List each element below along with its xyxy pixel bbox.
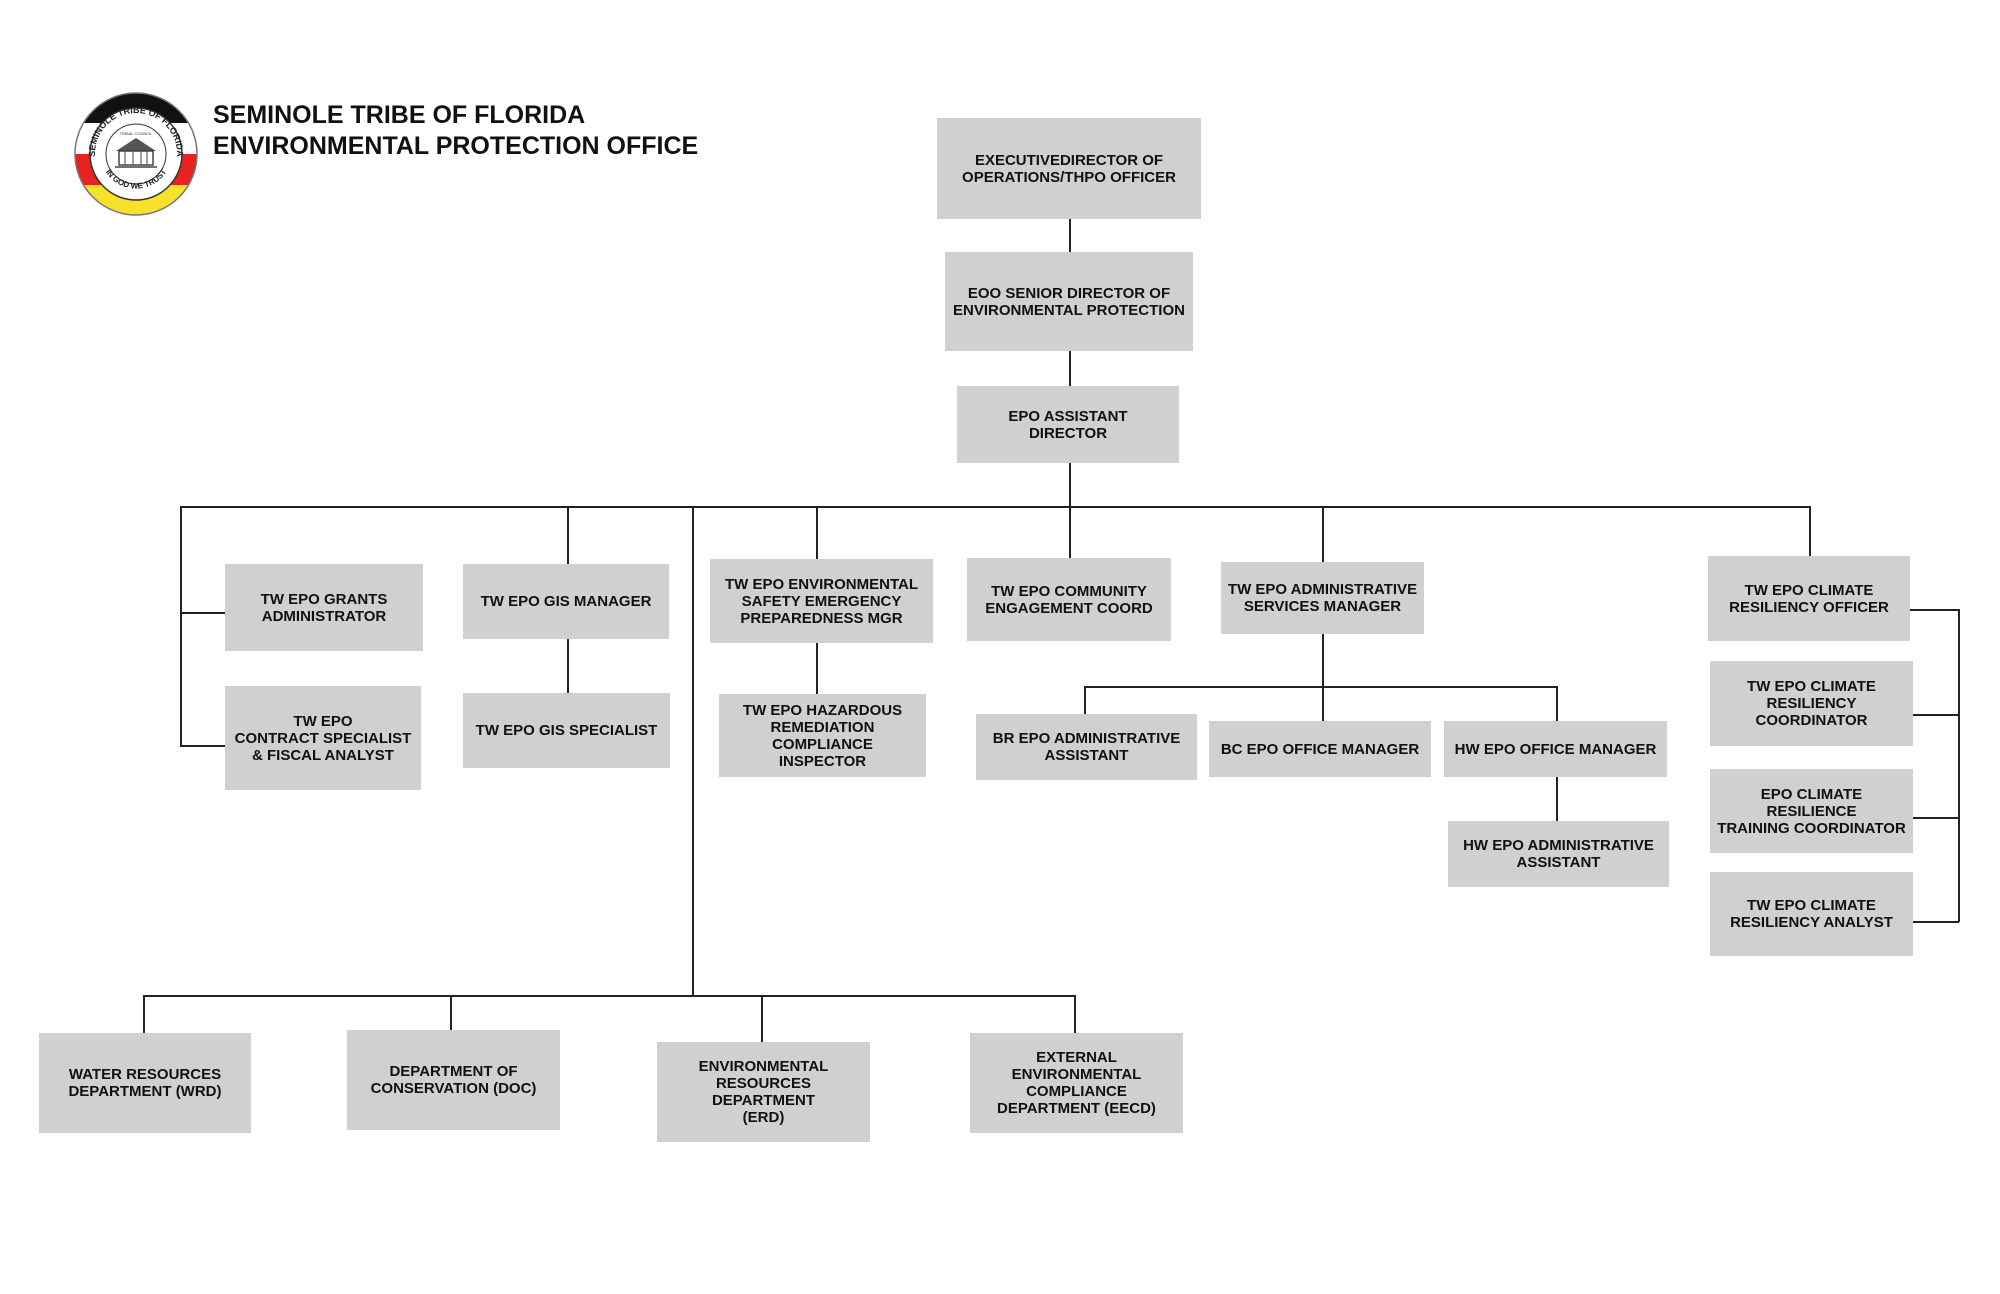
- connector: [180, 506, 182, 746]
- connector: [1910, 609, 1959, 611]
- box-br-administrative-assistant: BR EPO ADMINISTRATIVE ASSISTANT: [976, 714, 1197, 780]
- connector: [761, 995, 763, 1042]
- connector: [1069, 219, 1071, 252]
- box-bc-office-manager: BC EPO OFFICE MANAGER: [1209, 721, 1431, 777]
- box-gis-specialist: TW EPO GIS SPECIALIST: [463, 693, 670, 768]
- box-administrative-services: TW EPO ADMINISTRATIVE SERVICES MANAGER: [1221, 562, 1424, 634]
- box-assistant-director: EPO ASSISTANT DIRECTOR: [957, 386, 1179, 463]
- connector: [567, 506, 569, 564]
- connector: [1322, 634, 1324, 721]
- box-climate-resiliency-analyst: TW EPO CLIMATE RESILIENCY ANALYST: [1710, 872, 1913, 956]
- connector: [692, 506, 694, 995]
- title-line-1: SEMINOLE TRIBE OF FLORIDA: [213, 101, 586, 129]
- box-climate-resiliency-officer: TW EPO CLIMATE RESILIENCY OFFICER: [1708, 556, 1910, 641]
- connector: [1958, 609, 1960, 922]
- connector: [180, 745, 225, 747]
- connector: [180, 506, 1810, 508]
- connector: [1322, 506, 1324, 562]
- box-executive-director: EXECUTIVEDIRECTOR OF OPERATIONS/THPO OFF…: [937, 118, 1201, 219]
- connector: [143, 995, 145, 1033]
- box-senior-director: EOO SENIOR DIRECTOR OF ENVIRONMENTAL PRO…: [945, 252, 1193, 351]
- connector: [1913, 817, 1959, 819]
- box-water-resources-department: WATER RESOURCES DEPARTMENT (WRD): [39, 1033, 251, 1133]
- connector: [450, 995, 452, 1030]
- page-title: SEMINOLE TRIBE OF FLORIDA ENVIRONMENTAL …: [213, 100, 698, 162]
- connector: [1913, 714, 1959, 716]
- connector: [1084, 686, 1086, 714]
- connector: [1069, 351, 1071, 386]
- box-hw-administrative-assistant: HW EPO ADMINISTRATIVE ASSISTANT: [1448, 821, 1669, 887]
- box-contract-specialist: TW EPO CONTRACT SPECIALIST & FISCAL ANAL…: [225, 686, 421, 790]
- svg-text:TRIBAL COUNCIL: TRIBAL COUNCIL: [120, 131, 154, 136]
- box-gis-manager: TW EPO GIS MANAGER: [463, 564, 669, 639]
- box-environmental-safety: TW EPO ENVIRONMENTAL SAFETY EMERGENCY PR…: [710, 559, 933, 643]
- box-grants-administrator: TW EPO GRANTS ADMINISTRATOR: [225, 564, 423, 651]
- connector: [180, 612, 225, 614]
- connector: [1809, 506, 1811, 556]
- connector: [1913, 921, 1959, 923]
- box-hazardous-remediation: TW EPO HAZARDOUS REMEDIATION COMPLIANCE …: [719, 694, 926, 777]
- box-external-environmental-compliance: EXTERNAL ENVIRONMENTAL COMPLIANCE DEPART…: [970, 1033, 1183, 1133]
- connector: [1069, 463, 1071, 507]
- seminole-seal-logo: SEMINOLE TRIBE OF FLORIDA IN GOD WE TRUS…: [74, 92, 198, 216]
- box-climate-resiliency-coordinator: TW EPO CLIMATE RESILIENCY COORDINATOR: [1710, 661, 1913, 746]
- connector: [1084, 686, 1557, 688]
- box-climate-training-coordinator: EPO CLIMATE RESILIENCE TRAINING COORDINA…: [1710, 769, 1913, 853]
- connector: [143, 995, 1075, 997]
- title-line-2: ENVIRONMENTAL PROTECTION OFFICE: [213, 132, 699, 160]
- connector: [816, 506, 818, 559]
- connector: [1556, 777, 1558, 821]
- box-department-of-conservation: DEPARTMENT OF CONSERVATION (DOC): [347, 1030, 560, 1130]
- connector: [567, 639, 569, 693]
- box-environmental-resources-department: ENVIRONMENTAL RESOURCES DEPARTMENT (ERD): [657, 1042, 870, 1142]
- connector: [1556, 686, 1558, 721]
- connector: [1074, 995, 1076, 1033]
- box-hw-office-manager: HW EPO OFFICE MANAGER: [1444, 721, 1667, 777]
- connector: [1069, 506, 1071, 558]
- box-community-engagement: TW EPO COMMUNITY ENGAGEMENT COORD: [967, 558, 1171, 641]
- connector: [816, 643, 818, 694]
